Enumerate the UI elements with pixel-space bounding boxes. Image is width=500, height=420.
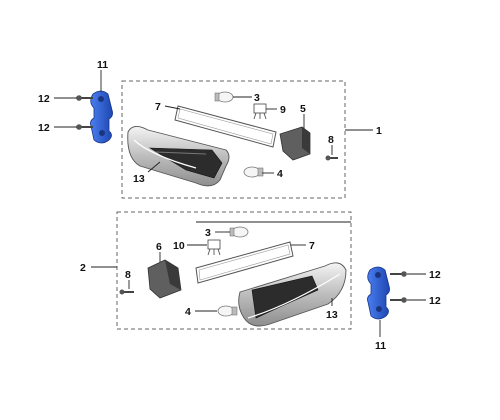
upper-lens-strip bbox=[174, 105, 277, 148]
upper-bulb-top bbox=[214, 91, 234, 103]
upper-bracket-screw-bottom bbox=[76, 124, 93, 130]
callout-11-upper: 11 bbox=[97, 59, 108, 71]
callout-8-lower: 8 bbox=[125, 269, 131, 281]
lower-bulb-top bbox=[229, 226, 249, 238]
callout-13-lower: 13 bbox=[326, 309, 338, 321]
lower-assembly-group bbox=[116, 211, 352, 330]
callout-1: 1 bbox=[376, 125, 382, 137]
callout-7-lower: 7 bbox=[309, 240, 315, 252]
callout-9: 9 bbox=[280, 104, 286, 116]
upper-assembly-group bbox=[76, 80, 346, 199]
callout-12-upper-bottom: 12 bbox=[38, 122, 50, 134]
callout-6: 6 bbox=[156, 241, 162, 253]
upper-bulb-socket bbox=[253, 103, 267, 120]
lower-main-lamp bbox=[238, 262, 347, 327]
upper-housing-screw bbox=[325, 155, 338, 161]
callout-3-lower: 3 bbox=[205, 227, 211, 239]
callout-labels: 11 12 12 3 7 9 5 1 8 13 4 3 10 7 6 2 8 4… bbox=[38, 59, 441, 352]
lower-bracket-screw-bottom bbox=[390, 297, 407, 303]
callout-11-lower: 11 bbox=[375, 340, 386, 352]
lower-bulb-socket bbox=[207, 239, 221, 256]
callout-12-lower-bottom: 12 bbox=[429, 295, 441, 307]
lower-mounting-bracket bbox=[367, 266, 390, 320]
callout-12-lower-top: 12 bbox=[429, 269, 441, 281]
upper-rear-housing bbox=[279, 126, 311, 161]
upper-main-lamp bbox=[127, 126, 230, 187]
lower-bulb-bottom bbox=[217, 305, 238, 317]
upper-mounting-bracket bbox=[90, 90, 113, 144]
lower-rear-housing bbox=[147, 259, 182, 299]
callout-5: 5 bbox=[300, 103, 306, 115]
callout-8-upper: 8 bbox=[328, 134, 334, 146]
upper-assembly-boundary bbox=[121, 80, 346, 199]
callout-13-upper: 13 bbox=[133, 173, 145, 185]
lower-lens-strip bbox=[195, 241, 294, 284]
lower-housing-screw bbox=[119, 289, 134, 295]
callout-2: 2 bbox=[80, 262, 86, 274]
upper-bulb-bottom bbox=[243, 166, 264, 178]
upper-bracket-screw-top bbox=[76, 95, 93, 101]
callout-10: 10 bbox=[173, 240, 185, 252]
lower-bracket-screw-top bbox=[390, 271, 407, 277]
callout-4-upper: 4 bbox=[277, 168, 283, 180]
callout-7-upper: 7 bbox=[155, 101, 161, 113]
callout-4-lower: 4 bbox=[185, 306, 191, 318]
leader-lines bbox=[54, 70, 426, 337]
callout-3-upper: 3 bbox=[254, 92, 260, 104]
callout-12-upper-top: 12 bbox=[38, 93, 50, 105]
